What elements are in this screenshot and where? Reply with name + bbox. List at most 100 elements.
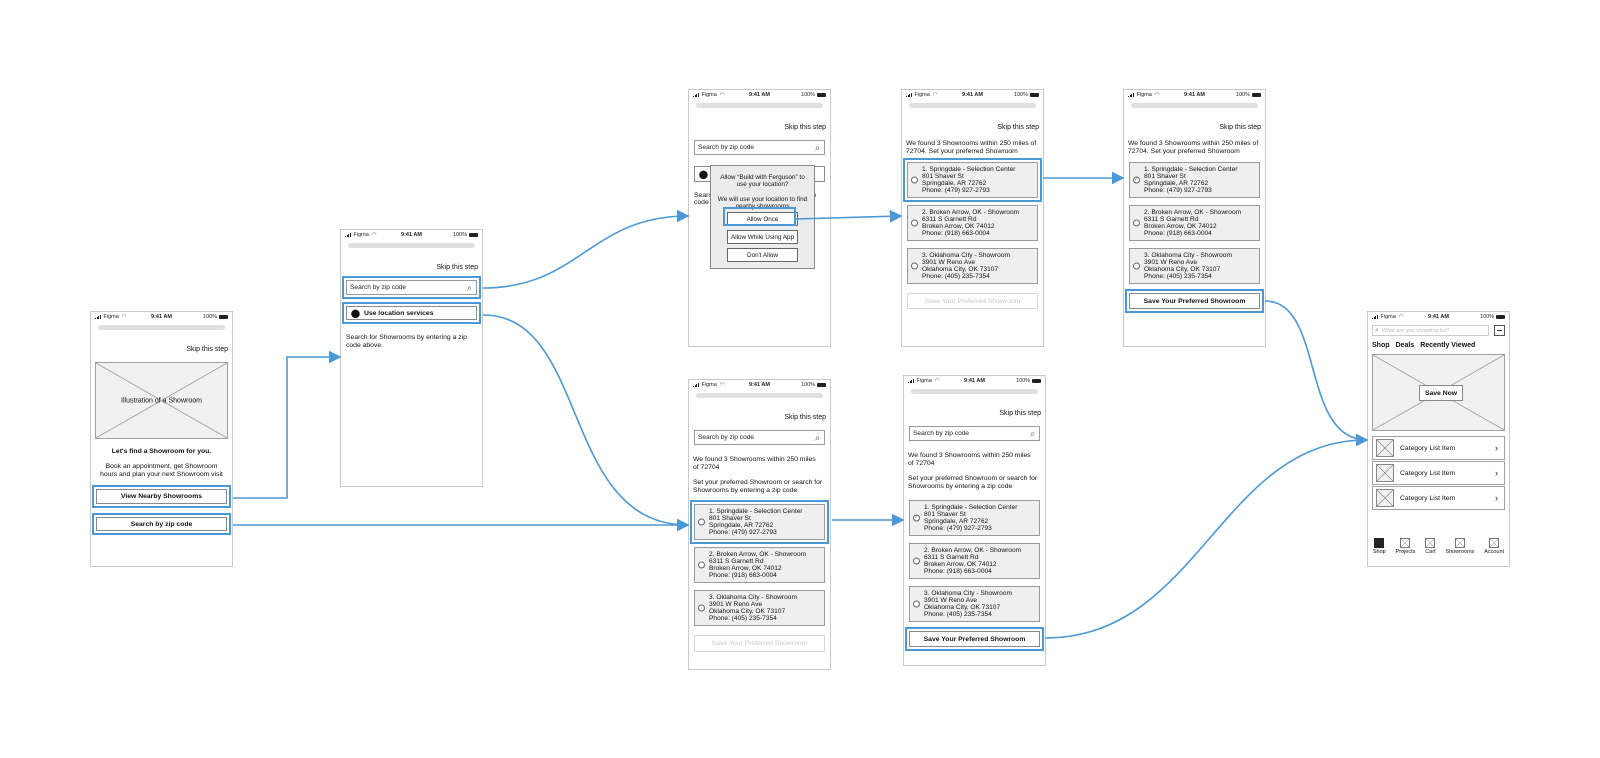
highlight-frame bbox=[723, 207, 796, 226]
showroom-option[interactable]: 1. Springdale - Selection Center 801 Sha… bbox=[907, 162, 1038, 198]
sheet-handle[interactable] bbox=[911, 389, 1038, 394]
clock-label: 9:41 AM bbox=[964, 378, 985, 384]
showroom-street: 6311 S Garnett Rd bbox=[709, 558, 764, 565]
showroom-phone: Phone: (918) 663-0004 bbox=[709, 572, 777, 579]
hero-banner: Save Now bbox=[1372, 354, 1505, 431]
battery-label: 100% bbox=[452, 232, 467, 238]
sheet-handle[interactable] bbox=[696, 103, 823, 108]
showroom-illustration: Illustration of a Showroom bbox=[95, 362, 228, 439]
skip-step-link[interactable]: Skip this step bbox=[1219, 124, 1261, 131]
showroom-phone: Phone: (918) 663-0004 bbox=[924, 568, 992, 575]
skip-step-link[interactable]: Skip this step bbox=[186, 346, 228, 353]
sheet-handle[interactable] bbox=[696, 393, 823, 398]
dont-allow-button[interactable]: Don't Allow bbox=[727, 248, 798, 262]
wifi-icon: ◠ bbox=[1154, 92, 1160, 98]
use-location-services-button[interactable]: ⬤Use location services bbox=[346, 306, 477, 320]
showroom-street: 801 Shaver St bbox=[924, 511, 966, 518]
showroom-name: 2. Broken Arrow, OK - Showroom bbox=[709, 551, 807, 558]
category-list-item[interactable]: Category List Item › bbox=[1372, 486, 1505, 510]
illustration-label: Illustration of a Showroom bbox=[121, 397, 202, 404]
showroom-option[interactable]: 3. Oklahoma City - Showroom 3901 W Reno … bbox=[907, 248, 1038, 284]
wifi-icon: ◠ bbox=[719, 92, 725, 98]
sheet-handle[interactable] bbox=[348, 243, 475, 248]
radio-icon bbox=[911, 219, 918, 227]
sheet-handle[interactable] bbox=[1131, 103, 1258, 108]
save-now-button[interactable]: Save Now bbox=[1419, 385, 1463, 401]
tab-deals[interactable]: Deals bbox=[1395, 342, 1415, 349]
view-nearby-showrooms-button[interactable]: View Nearby Showrooms bbox=[96, 489, 227, 504]
chevron-right-icon: › bbox=[1495, 468, 1498, 478]
sheet-handle[interactable] bbox=[98, 325, 225, 330]
showroom-option[interactable]: ✓ 1. Springdale - Selection Center 801 S… bbox=[909, 500, 1040, 536]
showroom-option[interactable]: 2. Broken Arrow, OK - Showroom 6311 S Ga… bbox=[1129, 205, 1260, 241]
battery-icon bbox=[1252, 93, 1261, 97]
cart-icon bbox=[1425, 538, 1436, 548]
showroom-option[interactable]: 2. Broken Arrow, OK - Showroom 6311 S Ga… bbox=[907, 205, 1038, 241]
nav-shop[interactable]: Shop bbox=[1373, 538, 1386, 555]
showroom-phone: Phone: (405) 235-7354 bbox=[709, 615, 777, 622]
save-preferred-showroom-button[interactable]: Save Your Preferred Showroom bbox=[1129, 293, 1260, 309]
battery-label: 100% bbox=[202, 314, 217, 320]
dialog-title: Allow “Build with Ferguson” to use your … bbox=[720, 174, 805, 188]
wifi-icon: ◠ bbox=[719, 382, 725, 388]
nav-label: Account bbox=[1484, 549, 1505, 555]
zip-search-input[interactable]: Search by zip code ⌕ bbox=[694, 430, 825, 445]
clock-label: 9:41 AM bbox=[962, 92, 983, 98]
zip-search-input[interactable]: Search by zip code ⌕ bbox=[694, 140, 825, 155]
flow-arrow bbox=[482, 314, 690, 532]
showroom-option[interactable]: 3. Oklahoma City - Showroom 3901 W Reno … bbox=[909, 586, 1040, 622]
zip-search-input[interactable]: Search by zip code ⌕ bbox=[346, 280, 477, 295]
highlight-frame bbox=[690, 500, 829, 544]
category-list-item[interactable]: Category List Item › bbox=[1372, 436, 1505, 460]
showroom-option[interactable]: 2. Broken Arrow, OK - Showroom 6311 S Ga… bbox=[694, 547, 825, 583]
save-preferred-showroom-button[interactable]: Save Your Preferred Showroom bbox=[907, 293, 1038, 309]
showroom-option[interactable]: ✓ 1. Springdale - Selection Center 801 S… bbox=[1129, 162, 1260, 198]
showroom-option[interactable]: 2. Broken Arrow, OK - Showroom 6311 S Ga… bbox=[909, 543, 1040, 579]
save-preferred-showroom-button[interactable]: Save Your Preferred Showroom bbox=[694, 635, 825, 652]
wifi-icon: ◠ bbox=[934, 378, 940, 384]
radio-icon bbox=[1133, 262, 1140, 270]
chevron-right-icon: › bbox=[1495, 443, 1498, 453]
skip-step-link[interactable]: Skip this step bbox=[784, 414, 826, 421]
nav-projects[interactable]: Projects bbox=[1396, 538, 1415, 555]
skip-step-link[interactable]: Skip this step bbox=[784, 124, 826, 131]
nav-account[interactable]: Account bbox=[1484, 538, 1504, 555]
product-search-input[interactable]: ⌕What are you shopping for? bbox=[1372, 325, 1489, 336]
search-by-zip-button[interactable]: Search by zip code bbox=[96, 517, 227, 531]
skip-step-link[interactable]: Skip this step bbox=[999, 410, 1041, 417]
showroom-city: Springdale, AR 72762 bbox=[924, 518, 989, 525]
radio-icon bbox=[698, 518, 705, 526]
sheet-handle[interactable] bbox=[909, 103, 1036, 108]
bottom-nav: Shop Projects Cart Showrooms Account bbox=[1368, 534, 1509, 566]
nav-cart[interactable]: Cart bbox=[1425, 538, 1436, 555]
showroom-city: Springdale, AR 72762 bbox=[1144, 180, 1209, 187]
nav-showrooms[interactable]: Showrooms bbox=[1445, 538, 1474, 555]
showroom-name: 3. Oklahoma City - Showroom bbox=[709, 594, 797, 601]
save-preferred-showroom-button[interactable]: Save Your Preferred Showroom bbox=[909, 631, 1040, 647]
check-icon: ✓ bbox=[913, 514, 920, 522]
allow-while-using-button[interactable]: Allow While Using App bbox=[727, 230, 798, 244]
showroom-name: 1. Springdale - Selection Center bbox=[922, 166, 1016, 173]
zip-search-input[interactable]: Search by zip code ⌕ bbox=[909, 426, 1040, 441]
showroom-option[interactable]: 3. Oklahoma City - Showroom 3901 W Reno … bbox=[1129, 248, 1260, 284]
category-label: Category List Item bbox=[1400, 444, 1456, 452]
results-instructions: Set your preferred Showroom or search fo… bbox=[908, 475, 1038, 490]
tab-shop[interactable]: Shop bbox=[1372, 342, 1390, 349]
skip-step-link[interactable]: Skip this step bbox=[436, 264, 478, 271]
phone-screen-home: Figma◠ 9:41 AM 100% ⌕What are you shoppi… bbox=[1367, 311, 1510, 567]
welcome-body: Book an appointment, get Showroom hours … bbox=[100, 463, 223, 478]
status-bar: Figma◠ 9:41 AM 100% bbox=[341, 230, 482, 240]
showroom-street: 6311 S Garnett Rd bbox=[922, 216, 977, 223]
barcode-scan-icon[interactable] bbox=[1494, 325, 1505, 336]
showroom-city: Springdale, AR 72762 bbox=[922, 180, 987, 187]
tab-recently-viewed[interactable]: Recently Viewed bbox=[1420, 342, 1476, 349]
skip-step-link[interactable]: Skip this step bbox=[997, 124, 1039, 131]
projects-icon bbox=[1400, 538, 1411, 548]
showroom-option[interactable]: 3. Oklahoma City - Showroom 3901 W Reno … bbox=[694, 590, 825, 626]
radio-icon bbox=[698, 604, 705, 612]
highlight-frame bbox=[342, 302, 481, 324]
showroom-option[interactable]: 1. Springdale - Selection Center 801 Sha… bbox=[694, 504, 825, 540]
status-bar: Figma◠ 9:41 AM 100% bbox=[689, 380, 830, 390]
category-list-item[interactable]: Category List Item › bbox=[1372, 461, 1505, 485]
showroom-name: 1. Springdale - Selection Center bbox=[709, 508, 803, 515]
